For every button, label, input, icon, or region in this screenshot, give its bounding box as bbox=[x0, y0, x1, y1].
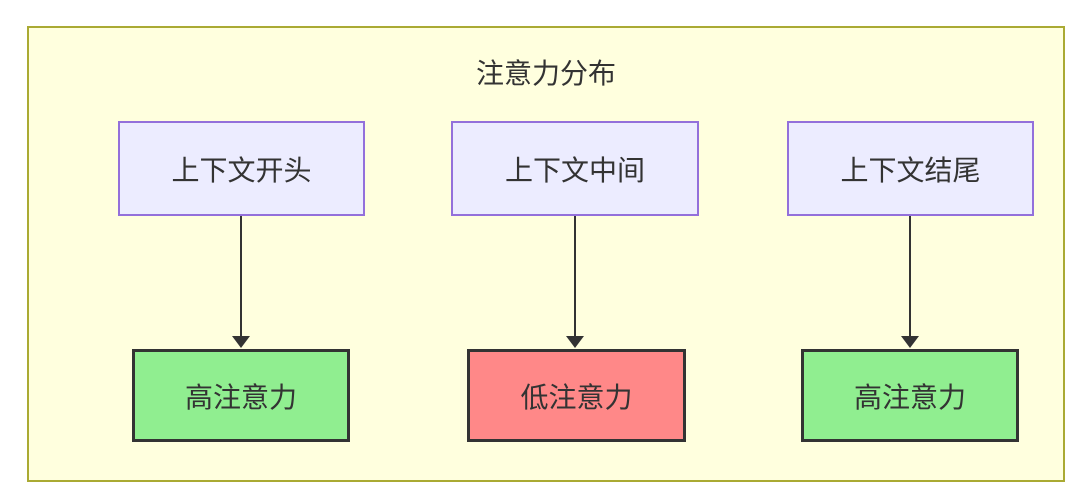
attention-distribution-cluster: 注意力分布 上下文开头 上下文中间 上下文结尾 高注意力 低注意力 bbox=[27, 26, 1065, 482]
arrow-start-to-high bbox=[232, 216, 250, 348]
high-attention-label-right: 高注意力 bbox=[853, 381, 966, 413]
low-attention-label: 低注意力 bbox=[520, 381, 633, 413]
arrow-line bbox=[909, 216, 911, 336]
diagram-title: 注意力分布 bbox=[475, 58, 616, 89]
context-end-node: 上下文结尾 bbox=[787, 121, 1034, 216]
arrowhead-down-icon bbox=[232, 336, 250, 348]
context-middle-node: 上下文中间 bbox=[451, 121, 699, 216]
context-end-label: 上下文结尾 bbox=[840, 154, 981, 186]
arrow-middle-to-low bbox=[566, 216, 584, 348]
arrowhead-down-icon bbox=[901, 336, 919, 348]
arrow-end-to-high bbox=[901, 216, 919, 348]
context-start-label: 上下文开头 bbox=[171, 154, 312, 186]
context-middle-label: 上下文中间 bbox=[504, 154, 645, 186]
arrow-line bbox=[240, 216, 242, 336]
arrowhead-down-icon bbox=[566, 336, 584, 348]
arrow-line bbox=[574, 216, 576, 336]
high-attention-label-left: 高注意力 bbox=[184, 381, 297, 413]
high-attention-node-right: 高注意力 bbox=[801, 349, 1019, 442]
high-attention-node-left: 高注意力 bbox=[132, 349, 350, 442]
context-start-node: 上下文开头 bbox=[118, 121, 365, 216]
low-attention-node: 低注意力 bbox=[467, 349, 686, 442]
